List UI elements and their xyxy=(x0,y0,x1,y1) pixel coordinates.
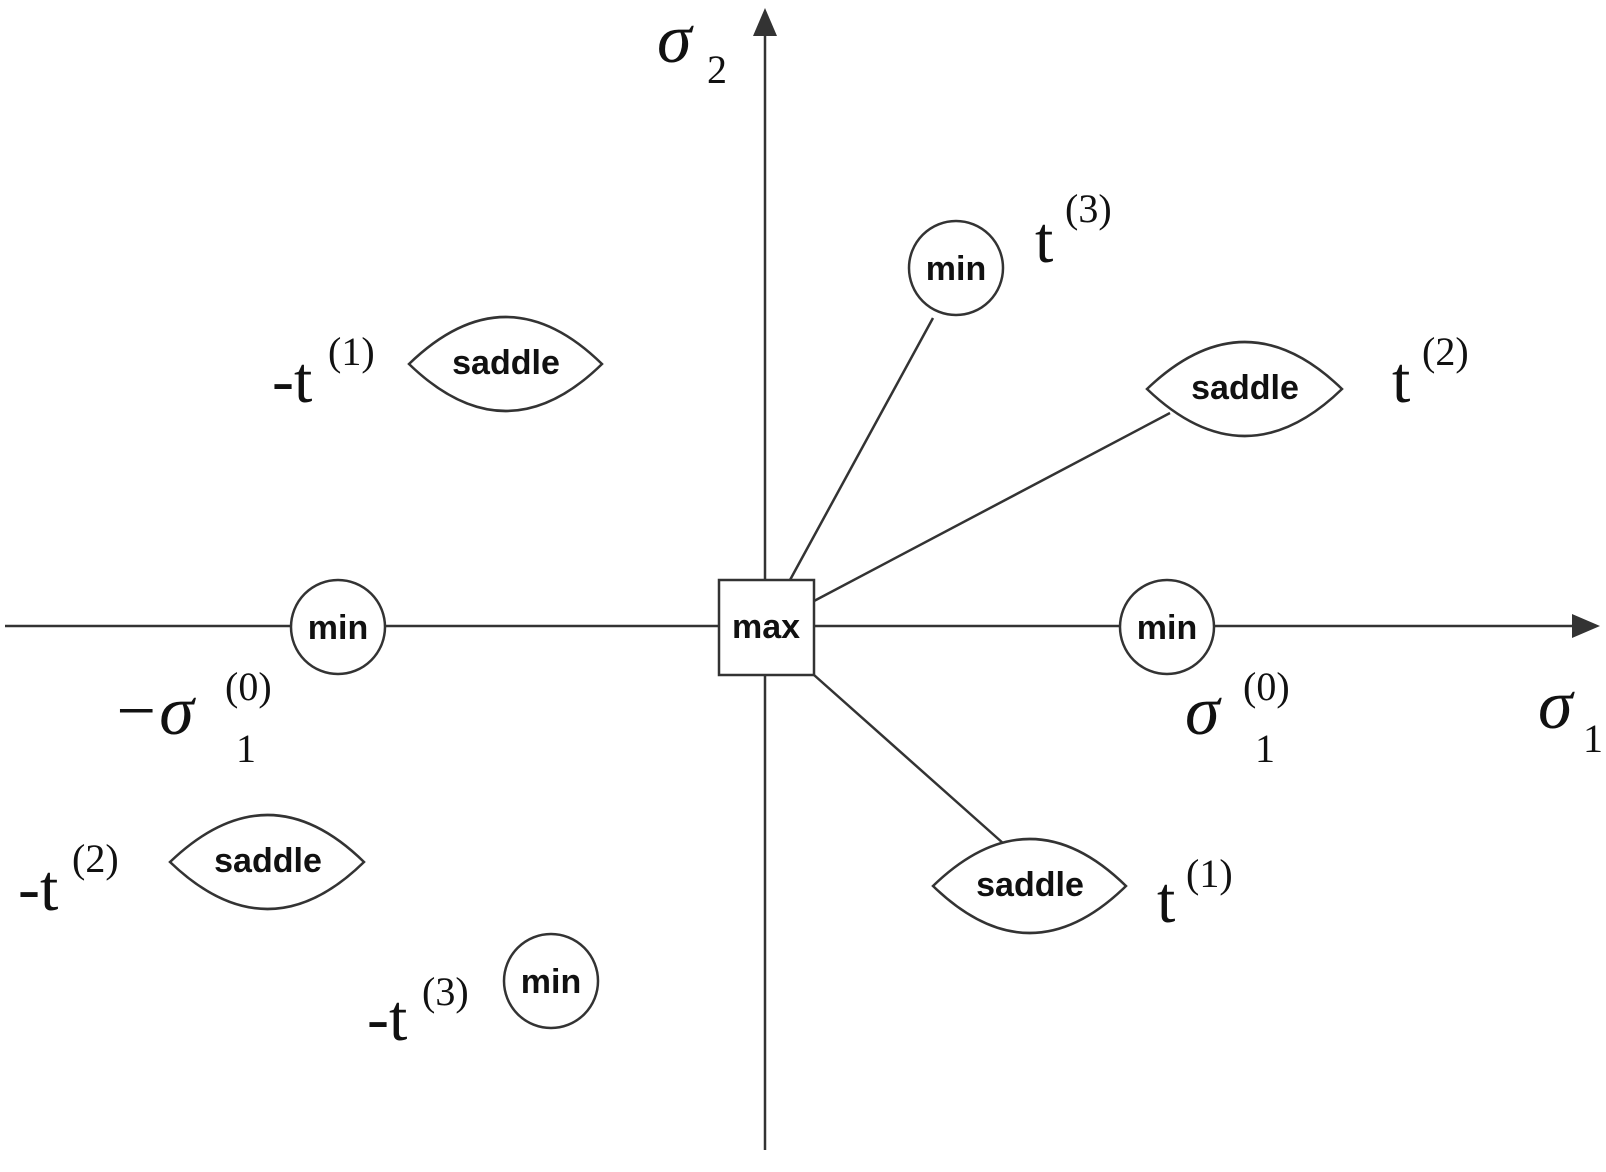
min-right-label: min xyxy=(1137,609,1197,647)
saddle-node-t2: saddle xyxy=(1145,340,1344,438)
y-axis-symbol: σ xyxy=(657,1,694,78)
label-neg-t3-sup: (3) xyxy=(422,969,469,1014)
connector-max-to-saddle-t1 xyxy=(813,674,1005,845)
label-neg-t3: -t (3) xyxy=(367,969,469,1055)
min-left-label: min xyxy=(308,609,368,647)
label-t2-sup: (2) xyxy=(1422,329,1469,374)
label-t3-sup: (3) xyxy=(1065,186,1112,231)
label-neg-t3-base: -t xyxy=(367,982,407,1055)
connectors xyxy=(788,317,1171,845)
label-sigma-right-base: σ xyxy=(1185,673,1222,750)
label-sigma-right-sup: (0) xyxy=(1243,664,1290,709)
saddle-node-t1: saddle xyxy=(931,837,1128,935)
label-neg-t1: -t (1) xyxy=(272,329,375,417)
saddle-node-neg-t1: saddle xyxy=(407,315,604,413)
label-t2-base: t xyxy=(1392,344,1410,417)
x-axis-label: σ 1 xyxy=(1538,667,1603,761)
max-node: max xyxy=(717,578,816,677)
label-t3-base: t xyxy=(1035,204,1053,277)
label-sigma-right: σ (0) 1 xyxy=(1185,664,1290,771)
saddle-t1-label: saddle xyxy=(976,866,1084,904)
label-neg-t2-base: -t xyxy=(18,852,58,925)
saddle-t2-label: saddle xyxy=(1191,369,1299,407)
label-t2: t (2) xyxy=(1392,329,1469,417)
y-axis-subscript: 2 xyxy=(707,47,727,92)
y-axis-label: σ 2 xyxy=(657,1,727,92)
y-axis-arrowhead xyxy=(753,8,777,36)
label-t1-sup: (1) xyxy=(1186,851,1233,896)
saddle-neg-t2-label: saddle xyxy=(214,842,322,880)
label-neg-t1-base: -t xyxy=(272,344,312,417)
min-t3-label: min xyxy=(926,250,986,288)
label-sigma-left: −σ (0) 1 xyxy=(112,664,272,771)
saddle-node-neg-t2: saddle xyxy=(168,813,366,911)
max-label: max xyxy=(732,608,800,646)
connector-max-to-saddle-t2 xyxy=(813,411,1171,603)
connector-max-to-min-t3 xyxy=(788,317,935,581)
min-node-right: min xyxy=(1118,578,1216,676)
min-node-left: min xyxy=(289,578,387,676)
x-axis-arrowhead xyxy=(1572,614,1600,638)
label-t1: t (1) xyxy=(1157,851,1233,937)
label-neg-t2: -t (2) xyxy=(18,836,119,925)
label-sigma-left-base: −σ xyxy=(112,673,196,750)
label-sigma-left-sup: (0) xyxy=(225,664,272,709)
x-axis-symbol: σ xyxy=(1538,667,1575,744)
label-t3: t (3) xyxy=(1035,186,1112,277)
min-node-neg-t3: min xyxy=(502,932,600,1030)
label-neg-t2-sup: (2) xyxy=(72,836,119,881)
x-axis-subscript: 1 xyxy=(1583,716,1603,761)
label-sigma-right-sub: 1 xyxy=(1255,726,1275,771)
label-t1-base: t xyxy=(1157,864,1175,937)
min-node-t3: min xyxy=(907,219,1005,317)
saddle-neg-t1-label: saddle xyxy=(452,344,560,382)
label-sigma-left-sub: 1 xyxy=(236,726,256,771)
label-neg-t1-sup: (1) xyxy=(328,329,375,374)
min-neg-t3-label: min xyxy=(521,963,581,1001)
